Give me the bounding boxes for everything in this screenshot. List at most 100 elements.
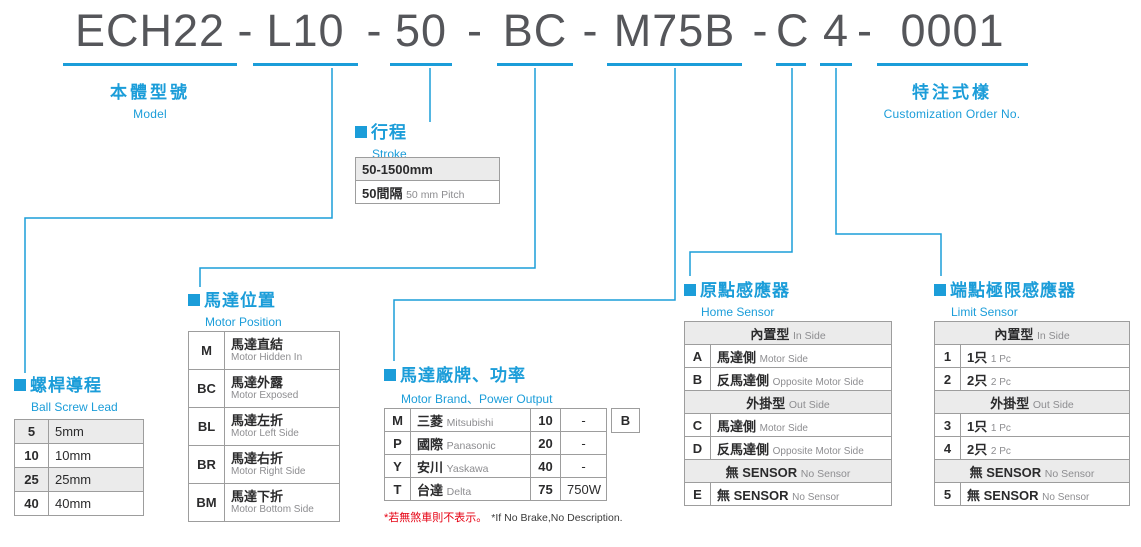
motor-position-title-zh: 馬達位置 — [204, 291, 276, 310]
customization-label-zh: 特注式樣 — [912, 83, 992, 102]
sensor-zh: 馬達側 — [717, 418, 757, 434]
group-en: Out Side — [1032, 398, 1074, 411]
table-row: D 反馬達側 Opposite Motor Side — [684, 436, 892, 460]
brake-code-cell: B — [611, 408, 640, 433]
code-segment-model: ECH22 — [63, 7, 237, 66]
sensor-code: 1 — [934, 344, 961, 368]
table-row: 50間隔 50 mm Pitch — [355, 180, 500, 204]
brand-zh: 台達 — [417, 482, 444, 498]
lead-code: 40 — [14, 491, 49, 516]
motor-brand-title-en: Motor Brand、Power Output — [401, 392, 553, 406]
lead-code: 25 — [14, 467, 49, 492]
sensor-zh: 馬達側 — [717, 349, 757, 365]
line-motor-brand — [393, 68, 676, 361]
group-en: No Sensor — [1044, 467, 1095, 480]
group-zh: 內置型 — [994, 326, 1034, 342]
stroke-section-heading: 行程 Stroke — [355, 118, 407, 161]
customization-label-en: Customization Order No. — [883, 107, 1021, 121]
limit-sensor-section-heading: 端點極限感應器 Limit Sensor — [934, 276, 1076, 319]
position-code: M — [188, 331, 225, 370]
power-value: - — [560, 431, 607, 455]
brand-code: T — [384, 477, 411, 501]
sensor-group-header: 內置型 In Side — [684, 321, 892, 345]
model-label-zh: 本體型號 — [110, 83, 190, 102]
lead-value: 10mm — [48, 443, 144, 468]
section-bullet-icon — [188, 294, 200, 306]
group-zh: 無 SENSOR — [969, 464, 1042, 480]
code-separator: - — [467, 5, 482, 56]
brand-name: 安川 Yaskawa — [410, 454, 531, 478]
sensor-desc: 反馬達側 Opposite Motor Side — [710, 436, 892, 460]
code-segment-home-sensor: C — [776, 7, 809, 66]
sensor-desc: 1只 1 Pc — [960, 344, 1130, 368]
table-row: P 國際 Panasonic 20 - — [384, 431, 607, 455]
brand-zh: 安川 — [417, 459, 444, 475]
code-separator: - — [752, 5, 768, 56]
table-row: Y 安川 Yaskawa 40 - — [384, 454, 607, 478]
motor-position-section-heading: 馬達位置 Motor Position — [188, 286, 282, 329]
sensor-code: D — [684, 436, 711, 460]
sensor-zh: 反馬達側 — [717, 372, 770, 388]
sensor-code: 2 — [934, 367, 961, 391]
code-segment-motor-position: BC — [497, 7, 573, 66]
group-zh: 外掛型 — [746, 395, 786, 411]
model-label-en: Model — [133, 107, 167, 121]
code-separator: - — [366, 5, 382, 56]
brand-zh: 三菱 — [417, 413, 444, 429]
power-code: 75 — [530, 477, 561, 501]
brand-en: Yaskawa — [446, 462, 489, 475]
table-row: E 無 SENSOR No Sensor — [684, 482, 892, 506]
table-row: 外掛型 Out Side — [934, 390, 1130, 414]
code-segment-motor-brand: M75B — [607, 7, 742, 66]
lead-value: 5mm — [48, 419, 144, 444]
sensor-en: 1 Pc — [990, 353, 1011, 365]
sensor-code: A — [684, 344, 711, 368]
brand-code: M — [384, 408, 411, 432]
home-sensor-section-heading: 原點感應器 Home Sensor — [684, 276, 790, 319]
table-row: 4 2只 2 Pc — [934, 436, 1130, 460]
sensor-desc: 反馬達側 Opposite Motor Side — [710, 367, 892, 391]
motor-brand-section-heading: 馬達廠牌、功率 Motor Brand、Power Output — [384, 361, 552, 407]
motor-brand-title-zh: 馬達廠牌、功率 — [400, 366, 526, 385]
sensor-en: No Sensor — [1042, 491, 1090, 503]
lead-section-heading: 螺桿導程 Ball Screw Lead — [14, 371, 118, 414]
stroke-table: 50-1500mm 50間隔 50 mm Pitch — [355, 157, 500, 204]
sensor-en: 2 Pc — [990, 376, 1011, 388]
sensor-code: 3 — [934, 413, 961, 437]
sensor-en: No Sensor — [792, 491, 840, 503]
sensor-desc: 馬達側 Motor Side — [710, 344, 892, 368]
group-en: In Side — [792, 329, 826, 342]
brake-note-en: *If No Brake,No Description. — [491, 512, 623, 524]
sensor-zh: 2只 — [967, 372, 988, 388]
lead-title-en: Ball Screw Lead — [31, 400, 118, 414]
sensor-zh: 無 SENSOR — [717, 487, 789, 503]
lead-code: 10 — [14, 443, 49, 468]
code-separator: - — [582, 5, 598, 56]
sensor-en: Opposite Motor Side — [772, 376, 864, 388]
power-code: 20 — [530, 431, 561, 455]
table-row: A 馬達側 Motor Side — [684, 344, 892, 368]
group-en: No Sensor — [800, 467, 851, 480]
code-segment-stroke: 50 — [390, 7, 452, 66]
power-value: - — [560, 454, 607, 478]
sensor-en: Motor Side — [759, 422, 808, 434]
sensor-code: C — [684, 413, 711, 437]
section-bullet-icon — [355, 126, 367, 138]
sensor-code: B — [684, 367, 711, 391]
sensor-desc: 1只 1 Pc — [960, 413, 1130, 437]
table-row: 2 2只 2 Pc — [934, 367, 1130, 391]
table-row: 50-1500mm — [355, 157, 500, 181]
brake-note-zh: *若無煞車則不表示。 — [384, 512, 488, 524]
sensor-group-header: 內置型 In Side — [934, 321, 1130, 345]
sensor-desc: 無 SENSOR No Sensor — [710, 482, 892, 506]
